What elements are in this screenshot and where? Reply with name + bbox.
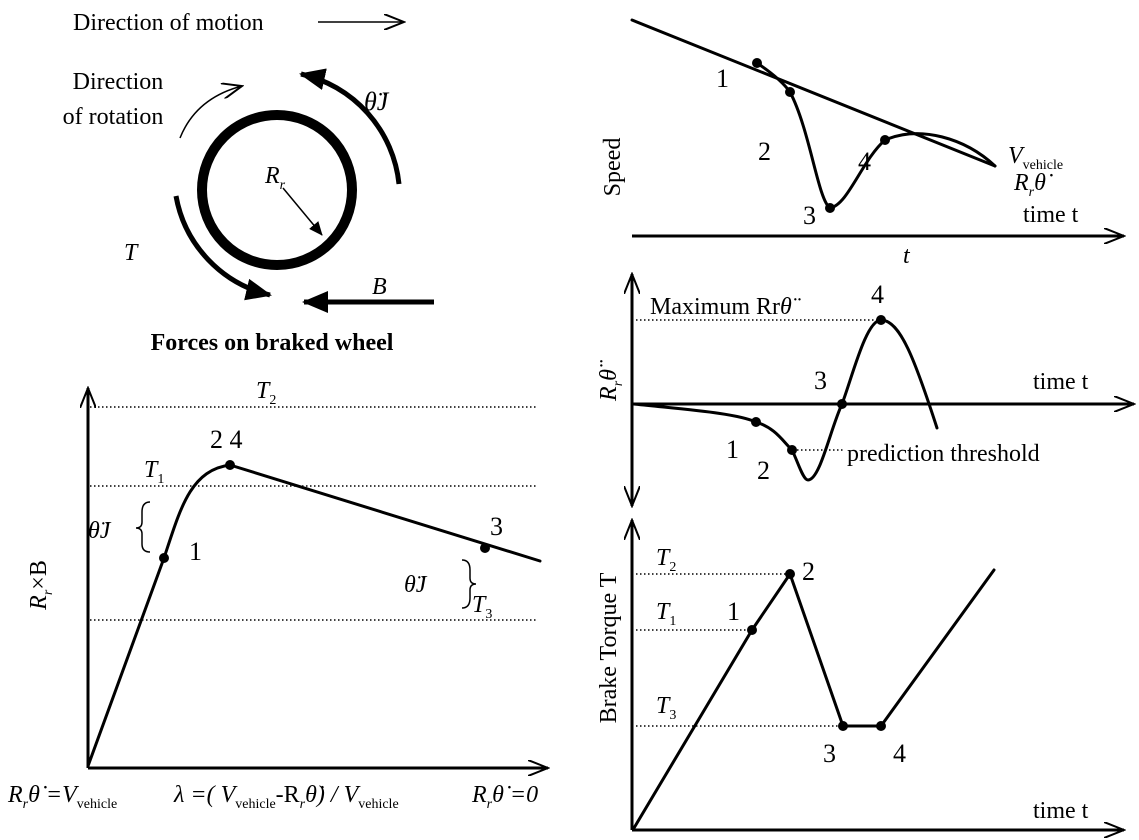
friction-brace-left	[135, 501, 151, 553]
friction-t1-label: T1	[144, 457, 164, 487]
speed-point-label-1: 1	[716, 64, 729, 93]
torque-point-label-2: 2	[802, 557, 815, 586]
friction-x-label-right: Rrθ̇ =0	[471, 782, 538, 812]
max-accel-label: Maximum Rrθ̈	[650, 294, 801, 320]
torque-point-4	[876, 721, 886, 731]
brake-torque-chart: Brake Torque T time t T2 T1 T3 1 2 3 4	[596, 520, 1124, 830]
torque-curve	[632, 568, 996, 830]
accel-point-label-4: 4	[871, 280, 884, 309]
friction-curve	[86, 463, 542, 768]
accel-point-4	[876, 315, 886, 325]
speed-point-3	[825, 203, 835, 213]
accel-y-label: Rrθ̈	[596, 360, 626, 402]
radius-arrow	[282, 187, 323, 236]
friction-y-label: Rr×B	[26, 560, 56, 611]
wheel-panel: Direction of motion Direction of rotatio…	[63, 10, 434, 356]
friction-point-3	[480, 543, 490, 553]
torque-x-label: time t	[1033, 798, 1089, 824]
friction-point-24	[225, 460, 235, 470]
friction-inertia-label-right: θ̈J	[404, 572, 428, 598]
torque-label: T	[124, 240, 139, 266]
speed-y-label: Speed	[600, 138, 626, 197]
radius-label: Rr	[264, 163, 286, 193]
brake-force-label: B	[372, 274, 387, 300]
friction-point-label-24: 2 4	[210, 425, 243, 454]
friction-point-label-1: 1	[189, 537, 202, 566]
speed-chart: Speed time t t Vvehicle Rrθ̇ 1 2 3 4	[600, 18, 1124, 269]
torque-point-2	[785, 569, 795, 579]
torque-t3-label: T3	[656, 693, 676, 723]
rotation-arrow	[179, 86, 242, 139]
accel-point-label-3: 3	[814, 366, 827, 395]
torque-point-label-1: 1	[727, 597, 740, 626]
wheel-circle	[197, 110, 357, 270]
friction-x-label-left: Rrθ̇ =Vvehicle	[7, 782, 117, 812]
torque-y-label: Brake Torque T	[596, 572, 622, 723]
accel-x-label: time t	[1033, 369, 1089, 395]
accel-point-2	[787, 445, 797, 455]
speed-x-label: time t	[1023, 202, 1079, 228]
wheel-caption: Forces on braked wheel	[151, 330, 394, 356]
speed-point-label-4: 4	[858, 147, 871, 176]
speed-point-4	[880, 135, 890, 145]
torque-point-1	[747, 625, 757, 635]
friction-x-label-mid: λ =( Vvehicle-Rrθ̇) / Vvehicle	[173, 782, 399, 812]
friction-t2-label: T2	[256, 378, 276, 408]
friction-chart: Rr×B T2 T1 T3 1 2 4 3 θ̈J θ̈J Rrθ̇ =Vveh…	[7, 378, 548, 812]
speed-point-1	[752, 58, 762, 68]
rotation-label-line2: of rotation	[63, 104, 164, 130]
motion-label: Direction of motion	[73, 10, 264, 36]
accel-point-1	[751, 417, 761, 427]
acceleration-chart: Rrθ̈ time t Maximum Rrθ̈ prediction thre…	[596, 274, 1134, 506]
rotation-label-line1: Direction	[73, 69, 164, 95]
friction-brace-right	[461, 559, 477, 609]
speed-point-2	[785, 87, 795, 97]
accel-point-3	[837, 399, 847, 409]
inertia-arc-arrow	[299, 68, 402, 185]
friction-point-1	[159, 553, 169, 563]
friction-t3-label: T3	[472, 592, 492, 622]
accel-point-label-2: 2	[757, 456, 770, 485]
speed-x-symbol: t	[903, 243, 911, 269]
torque-point-label-4: 4	[893, 739, 906, 768]
series-v-vehicle-line	[630, 18, 997, 168]
torque-t1-label: T1	[656, 599, 676, 629]
torque-point-label-3: 3	[823, 739, 836, 768]
threshold-label: prediction threshold	[847, 441, 1040, 467]
speed-point-label-2: 2	[758, 137, 771, 166]
series-v-vehicle-label: Vvehicle	[1008, 143, 1063, 173]
torque-t2-label: T2	[656, 545, 676, 575]
series-wheel-speed-label: Rrθ̇	[1013, 170, 1053, 200]
friction-point-label-3: 3	[490, 512, 503, 541]
torque-arc-arrow	[173, 195, 272, 301]
torque-point-3	[838, 721, 848, 731]
speed-point-label-3: 3	[803, 201, 816, 230]
friction-inertia-label-left: θ̈J	[88, 518, 112, 544]
accel-point-label-1: 1	[726, 435, 739, 464]
